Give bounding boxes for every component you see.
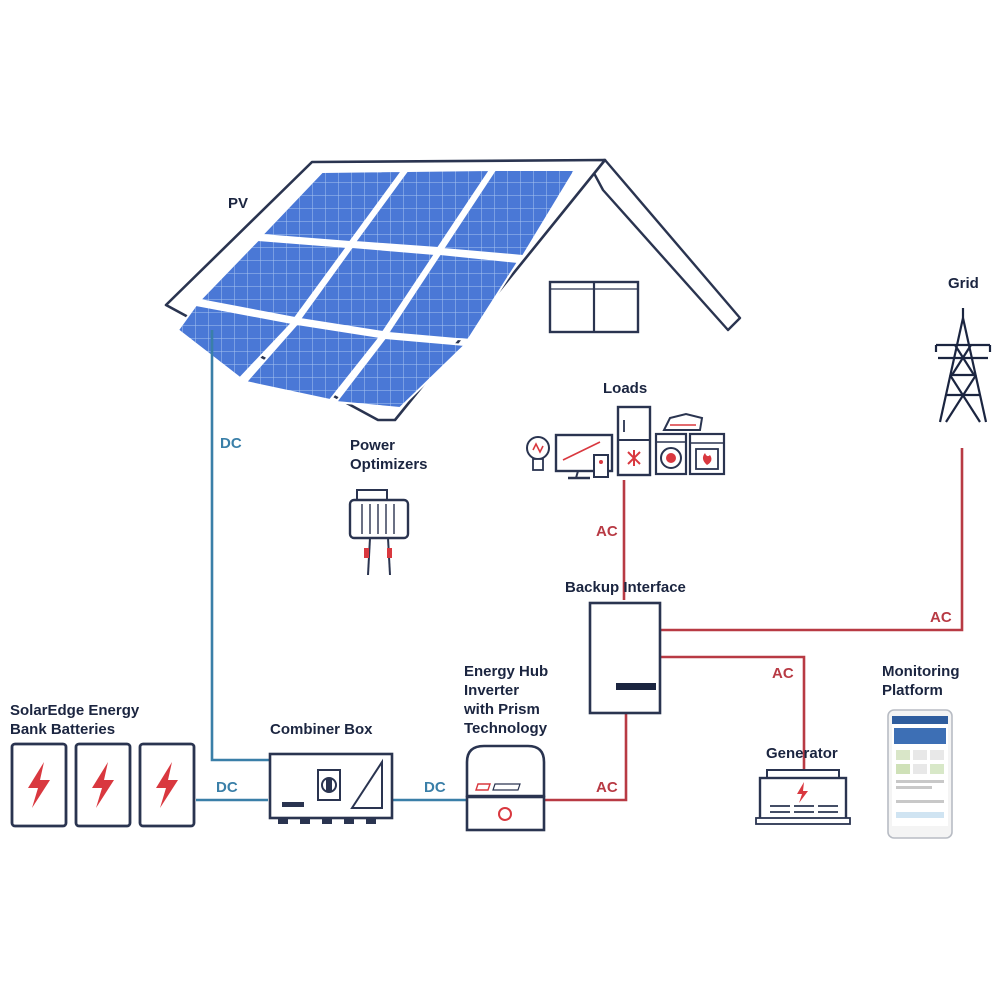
energy-hub-label-line4: Technology bbox=[464, 720, 548, 737]
lightning-icon bbox=[28, 762, 50, 808]
iron-icon bbox=[662, 412, 704, 431]
energy-hub-label-line2: Inverter bbox=[464, 682, 519, 699]
lightning-icon bbox=[92, 762, 114, 808]
backup-interface-device bbox=[588, 601, 662, 715]
oven-icon bbox=[688, 432, 726, 476]
house bbox=[164, 158, 742, 422]
monitoring-phone-icon bbox=[887, 709, 953, 839]
loads-label: Loads bbox=[603, 380, 647, 397]
house-window bbox=[548, 280, 640, 334]
ac-label-loads: AC bbox=[596, 523, 618, 540]
power-optimizers-label-line2: Optimizers bbox=[350, 456, 428, 473]
ac-label-grid: AC bbox=[930, 609, 952, 626]
backup-interface-label: Backup Interface bbox=[565, 579, 686, 596]
power-optimizers-label-line1: Power bbox=[350, 437, 395, 454]
generator-device bbox=[755, 769, 851, 825]
monitoring-label-line1: Monitoring bbox=[882, 663, 959, 680]
combiner-box-label: Combiner Box bbox=[270, 721, 373, 738]
dc-label-batteries: DC bbox=[216, 779, 238, 796]
ac-label-generator: AC bbox=[772, 665, 794, 682]
energy-hub-label-line1: Energy Hub bbox=[464, 663, 548, 680]
battery-2 bbox=[74, 742, 132, 828]
dc-label-pv: DC bbox=[220, 435, 242, 452]
energy-hub-label-line3: with Prism bbox=[463, 701, 540, 718]
batteries-label-line1: SolarEdge Energy bbox=[10, 702, 140, 719]
battery-1 bbox=[10, 742, 68, 828]
batteries-label-line2: Bank Batteries bbox=[10, 721, 115, 738]
energy-hub-inverter-device bbox=[465, 744, 546, 832]
combiner-box-device bbox=[268, 752, 394, 824]
battery-3 bbox=[138, 742, 196, 828]
pv-panels bbox=[176, 168, 577, 410]
washing-machine-icon bbox=[654, 432, 688, 476]
lightning-icon bbox=[156, 762, 178, 808]
monitoring-label-line2: Platform bbox=[882, 682, 943, 699]
power-optimizer-icon bbox=[348, 489, 410, 576]
lightning-icon bbox=[797, 782, 808, 803]
generator-label: Generator bbox=[766, 745, 838, 762]
loads-appliances bbox=[526, 405, 726, 480]
dc-label-combiner: DC bbox=[424, 779, 446, 796]
light-bulb-icon bbox=[526, 436, 550, 471]
grid-tower-icon bbox=[934, 308, 992, 423]
dc-lines bbox=[196, 330, 466, 802]
fridge-icon bbox=[616, 405, 652, 477]
pv-label: PV bbox=[228, 195, 248, 212]
monitor-icon bbox=[554, 433, 614, 480]
ac-lines bbox=[544, 448, 964, 802]
grid-label: Grid bbox=[948, 275, 979, 292]
ac-label-inverter: AC bbox=[596, 779, 618, 796]
